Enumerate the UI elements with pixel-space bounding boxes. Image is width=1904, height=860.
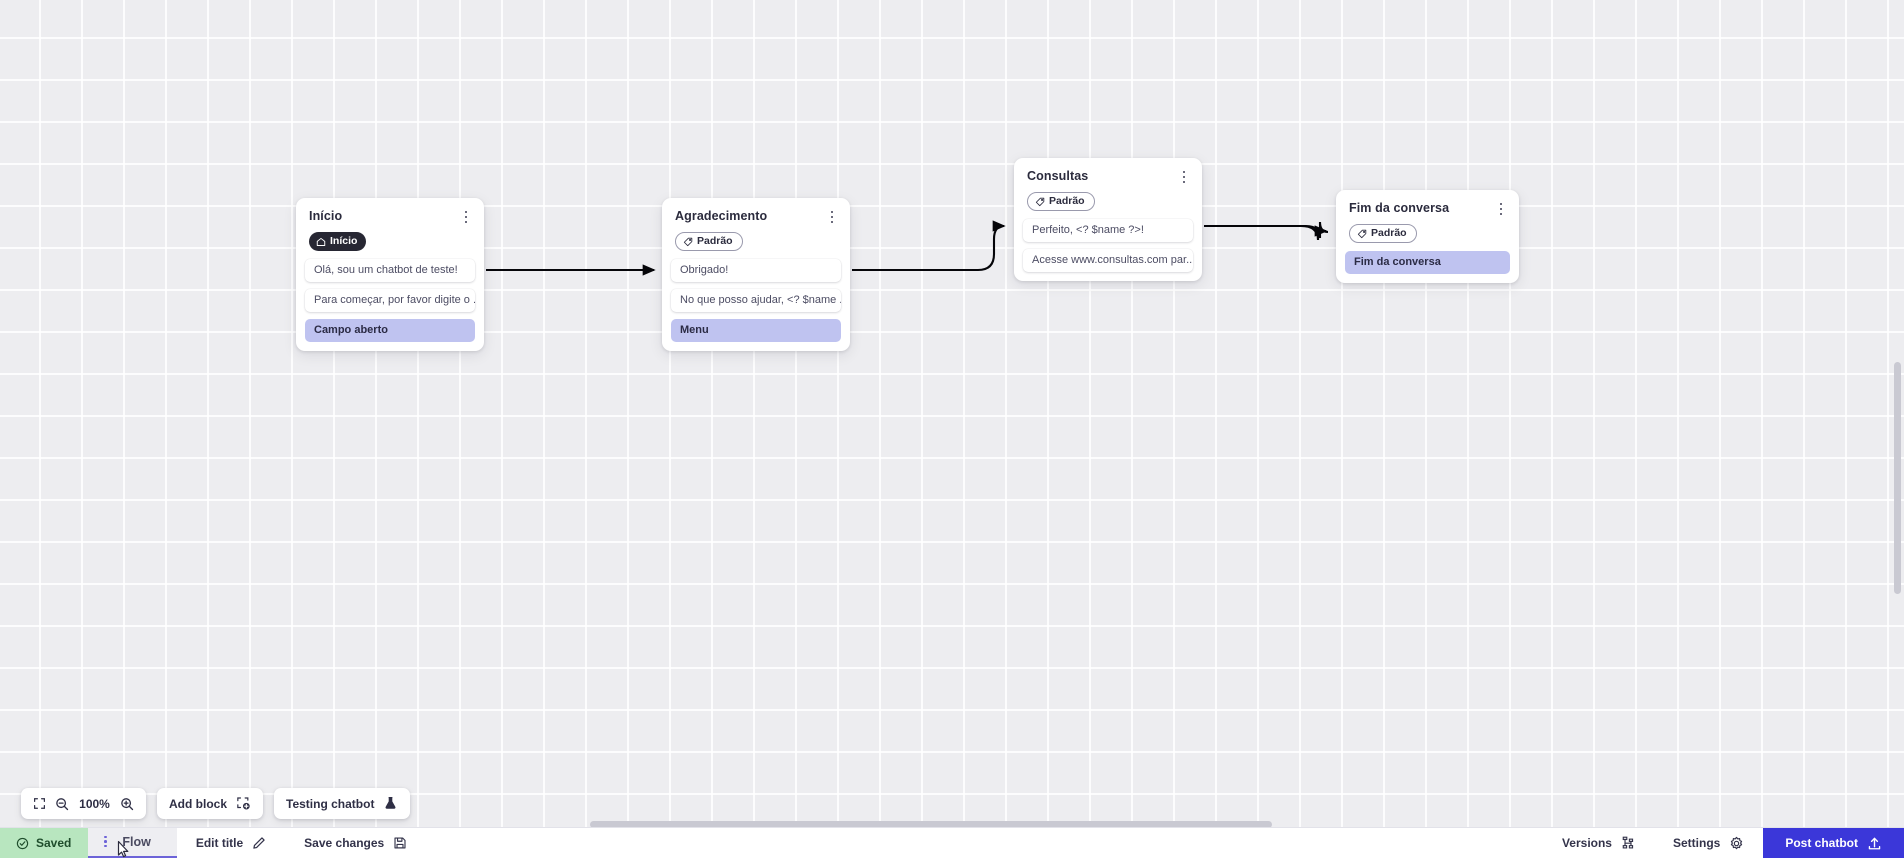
save-changes-button[interactable]: Save changes (285, 828, 426, 858)
node-badge-inicio[interactable]: Início (309, 232, 366, 251)
flow-node-fim-da-conversa[interactable]: Fim da conversa Padrão Fim da conversa (1336, 190, 1519, 283)
post-chatbot-button[interactable]: Post chatbot (1763, 828, 1904, 858)
node-header: Agradecimento (671, 207, 841, 226)
node-badge-padrao[interactable]: Padrão (1027, 192, 1095, 211)
node-header: Início (305, 207, 475, 226)
flow-node-inicio[interactable]: Início Início Olá, sou um chatbot de tes… (296, 198, 484, 351)
edge-consultas-fim-final (1204, 226, 1326, 240)
node-badge-padrao[interactable]: Padrão (675, 232, 743, 251)
add-block-icon (236, 796, 251, 811)
branch-icon (1621, 836, 1635, 850)
node-message[interactable]: Perfeito, <? $name ?>! (1023, 219, 1193, 242)
check-circle-icon (16, 837, 29, 850)
flow-node-consultas[interactable]: Consultas Padrão Perfeito, <? $name ?>! … (1014, 158, 1202, 281)
settings-label: Settings (1673, 836, 1720, 850)
node-action[interactable]: Campo aberto (305, 319, 475, 342)
save-disk-icon (393, 836, 407, 850)
node-message[interactable]: Obrigado! (671, 259, 841, 282)
node-action[interactable]: Menu (671, 319, 841, 342)
add-block-label: Add block (169, 797, 227, 811)
node-badge-row: Padrão (671, 226, 841, 252)
node-menu-icon[interactable] (1177, 168, 1191, 186)
node-header: Fim da conversa (1345, 199, 1510, 218)
node-badge-row: Início (305, 226, 475, 252)
node-action[interactable]: Fim da conversa (1345, 251, 1510, 274)
settings-button[interactable]: Settings (1654, 828, 1763, 858)
save-changes-label: Save changes (304, 836, 384, 850)
node-menu-icon[interactable] (825, 208, 839, 226)
home-icon (316, 237, 326, 247)
node-menu-icon[interactable] (459, 208, 473, 226)
post-chatbot-label: Post chatbot (1785, 836, 1858, 850)
node-badge-label: Padrão (1049, 196, 1085, 207)
edit-title-button[interactable]: Edit title (177, 828, 285, 858)
edge-consultas-fim-curve (1204, 218, 1320, 240)
saved-label: Saved (36, 836, 71, 850)
node-badge-row: Padrão (1023, 186, 1193, 212)
zoom-controls: 100% (21, 788, 146, 819)
zoom-out-icon[interactable] (55, 797, 69, 811)
testing-chatbot-button[interactable]: Testing chatbot (274, 788, 410, 819)
node-badge-label: Início (330, 236, 357, 247)
tag-icon (1357, 229, 1367, 239)
gear-icon (1729, 836, 1744, 851)
node-badge-label: Padrão (697, 236, 733, 247)
pencil-icon (252, 836, 266, 850)
edit-title-label: Edit title (196, 836, 243, 850)
node-header: Consultas (1023, 167, 1193, 186)
tab-flow-label: Flow (122, 835, 150, 849)
versions-label: Versions (1562, 836, 1612, 850)
bottom-bar-spacer (426, 828, 1543, 858)
fit-screen-icon[interactable] (33, 797, 46, 810)
node-title: Início (309, 209, 342, 224)
bottom-bar: Saved Flow Edit title Save changes Versi… (0, 827, 1904, 858)
node-menu-icon[interactable] (1494, 200, 1508, 218)
zoom-in-icon[interactable] (120, 797, 134, 811)
node-title: Consultas (1027, 169, 1088, 184)
drag-dots-icon[interactable] (98, 835, 112, 849)
upload-icon (1867, 836, 1882, 851)
node-title: Agradecimento (675, 209, 767, 224)
zoom-level-label: 100% (78, 797, 111, 811)
node-title: Fim da conversa (1349, 201, 1449, 216)
edge-consultas-fim-tail (1204, 226, 1328, 241)
edge-agradecimento-consultas (852, 226, 1004, 270)
versions-button[interactable]: Versions (1543, 828, 1654, 858)
vertical-scrollbar-thumb[interactable] (1894, 362, 1901, 594)
tag-icon (683, 237, 693, 247)
node-badge-padrao[interactable]: Padrão (1349, 224, 1417, 243)
add-block-button[interactable]: Add block (157, 788, 263, 819)
node-badge-label: Padrão (1371, 228, 1407, 239)
flask-icon (383, 796, 398, 811)
node-message[interactable]: Para começar, por favor digite o ... (305, 289, 475, 312)
node-message[interactable]: Olá, sou um chatbot de teste! (305, 259, 475, 282)
flow-node-agradecimento[interactable]: Agradecimento Padrão Obrigado! No que po… (662, 198, 850, 351)
node-badge-row: Padrão (1345, 218, 1510, 244)
node-message[interactable]: Acesse www.consultas.com par... (1023, 249, 1193, 272)
testing-chatbot-label: Testing chatbot (286, 797, 374, 811)
canvas-toolbar: 100% Add block Testing chatbot (21, 788, 410, 819)
tag-icon (1035, 197, 1045, 207)
saved-status-badge: Saved (0, 828, 88, 858)
tab-flow[interactable]: Flow (88, 828, 176, 858)
edge-consultas-fim (1204, 222, 1328, 238)
node-message[interactable]: No que posso ajudar, <? $name ... (671, 289, 841, 312)
